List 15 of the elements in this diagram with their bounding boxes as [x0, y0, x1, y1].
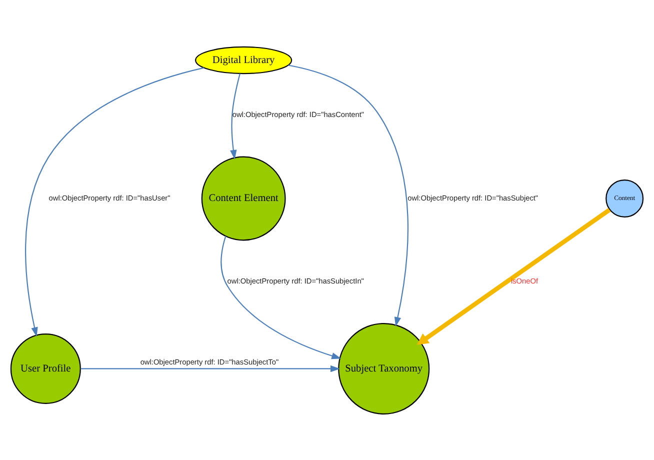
edge-label: owl:ObjectProperty rdf: ID="hasContent": [232, 110, 364, 119]
edge-label: owl:ObjectProperty rdf: ID="hasSubject": [408, 192, 538, 202]
edge-label: owl:ObjectProperty rdf: ID="hasSubjectIn": [227, 276, 364, 286]
arrow: [220, 235, 342, 359]
node-ellipse: Digital Library: [195, 46, 292, 74]
edge-label: owl:ObjectProperty rdf: ID="hasUser": [48, 192, 170, 202]
arrow: [416, 207, 611, 344]
arrow: [25, 66, 204, 336]
node-circle: Content Element: [201, 156, 286, 240]
arrow: [230, 73, 240, 160]
node-circle: User Profile: [10, 332, 81, 404]
arrow: [288, 64, 408, 326]
edge-label: isOneOf: [510, 276, 538, 286]
edge-label: owl:ObjectProperty rdf: ID="hasSubjectTo": [140, 356, 279, 366]
arrow: [80, 364, 340, 372]
